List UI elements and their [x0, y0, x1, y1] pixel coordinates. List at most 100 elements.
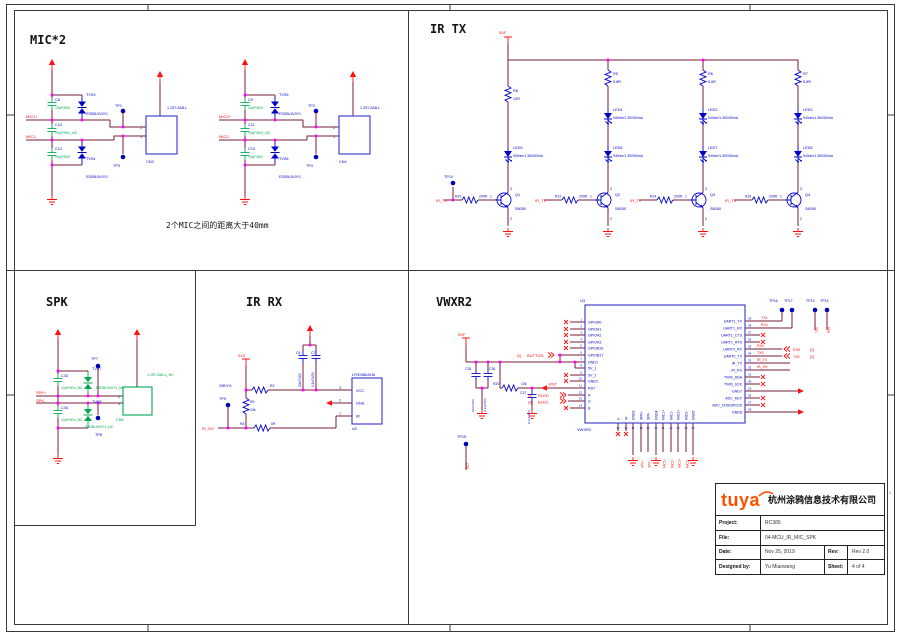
schematic-label: B: [588, 407, 591, 411]
schematic-label: 7: [580, 358, 582, 362]
schematic-label: 3: [610, 187, 612, 191]
schematic-label: GND6: [732, 411, 742, 415]
schematic-label: 1: [339, 412, 341, 416]
schematic-label: 1.25T-2AB-L: [360, 106, 380, 110]
connector-cn5[interactable]: [122, 386, 153, 416]
schematic-label: 200R: [674, 195, 683, 199]
title-block-date-row: Date: Nov 25, 2019 Rev: Rev 2.0: [716, 545, 884, 561]
schematic-label: CN3: [146, 160, 154, 164]
schematic-label: 5.6R: [708, 80, 716, 84]
tp3-testpoint[interactable]: [120, 154, 126, 160]
schematic-label: 2: [118, 395, 120, 399]
schematic-label: ADC_KEY: [725, 397, 742, 401]
schematic-label: TP4: [306, 164, 313, 168]
schematic-label: MIC2-: [686, 459, 690, 468]
rev-value: Rev 2.0: [852, 549, 870, 556]
tp16-testpoint[interactable]: [779, 307, 785, 313]
tp9-testpoint[interactable]: [225, 402, 231, 408]
net-label: IR_TX: [725, 198, 737, 203]
tp8-testpoint[interactable]: [95, 415, 101, 421]
schematic-label: RX0: [793, 348, 800, 352]
schematic-label: 14: [579, 404, 583, 408]
schematic-label: RST: [588, 387, 596, 391]
schematic-label: R5: [613, 72, 618, 76]
schematic-label: 16: [625, 426, 628, 430]
schematic-label: 5: [580, 344, 582, 348]
tp1-testpoint[interactable]: [120, 108, 126, 114]
schematic-label: 2: [140, 126, 142, 130]
connector-cn3[interactable]: [145, 115, 178, 155]
schematic-label: 5VF: [499, 30, 507, 35]
schematic-label: [3]: [810, 348, 814, 352]
section-spk: [36, 328, 153, 464]
schematic-label: C13: [248, 147, 255, 151]
schematic-label: 31: [748, 373, 752, 377]
chip-u3-vwxr2[interactable]: [584, 304, 746, 424]
tp15-testpoint[interactable]: [463, 441, 469, 447]
schematic-label: MIC1-: [670, 411, 674, 420]
schematic-label: 6: [580, 351, 582, 355]
schematic-label: 2: [800, 217, 802, 221]
sheet-frame: [6, 4, 895, 632]
schematic-label: LED3: [803, 108, 813, 112]
schematic-label: 28: [748, 394, 752, 398]
section-title-spk: SPK: [46, 295, 68, 309]
schematic-label: RX1: [761, 323, 768, 327]
schematic-label: 940nm/1.35V/60mA: [708, 154, 739, 158]
schematic-label: GPIOA0: [588, 321, 601, 325]
schematic-label: UART1_RTS: [721, 341, 742, 345]
schematic-label: 2: [510, 217, 512, 221]
schematic-label: CN5: [116, 418, 124, 422]
schematic-label: 940nm/1.35V/60mA: [613, 154, 644, 158]
schematic-label: 0R: [271, 422, 276, 426]
schematic-label: 1: [580, 318, 582, 322]
tp13-testpoint[interactable]: [812, 307, 818, 313]
schematic-label: 32: [748, 366, 752, 370]
schematic-label: 200R: [769, 195, 778, 199]
schematic-label: CN4: [339, 160, 347, 164]
schematic-label: TX0: [757, 351, 764, 355]
file-label: File:: [716, 530, 761, 545]
schematic-label: LED4: [613, 108, 623, 112]
schematic-label: 25: [692, 426, 695, 430]
schematic-label: 4: [580, 338, 582, 342]
designed-by-label: Designed by:: [716, 560, 761, 574]
tp4-testpoint[interactable]: [313, 154, 319, 160]
schematic-label: TVS7: [92, 367, 102, 371]
schematic-label: C36: [489, 367, 495, 371]
schematic-label: U2: [352, 427, 357, 431]
schematic-label: 940nm/1.35V/60mA: [803, 154, 834, 158]
schematic-label: 1: [685, 195, 687, 199]
tp17-testpoint[interactable]: [789, 307, 795, 313]
schematic-label: 29: [748, 387, 752, 391]
schematic-label: 10: [579, 377, 583, 381]
chip-u2-lf0038kaha[interactable]: [351, 377, 383, 425]
title-block-project-row: Project: RC380: [716, 516, 884, 531]
connector-cn4[interactable]: [338, 115, 371, 155]
section-title-irrx: IR RX: [246, 295, 283, 309]
schematic-label: 19: [647, 426, 650, 430]
schematic-label: 12: [579, 391, 583, 395]
project-value: RC380: [765, 519, 781, 526]
zone-letter: A: [889, 491, 892, 495]
schematic-label: 1.25T-2AB-L: [167, 106, 187, 110]
mic-distance-note: 2个MIC之间的距离大于40mm: [166, 220, 269, 230]
tp14-testpoint[interactable]: [824, 307, 830, 313]
schematic-label: UART1_CTS: [721, 334, 743, 338]
schematic-label: 940nm/1.35V/60mA: [613, 116, 644, 120]
schematic-label: 3: [510, 187, 512, 191]
schematic-label: 1: [333, 135, 335, 139]
schematic-label: 35: [748, 345, 752, 349]
schematic-label: LED6: [613, 146, 623, 150]
tp10-testpoint[interactable]: [450, 180, 456, 186]
schematic-label: IR_RX: [757, 365, 768, 369]
schematic-label: TP3: [113, 164, 120, 168]
schematic-label: 1: [590, 195, 592, 199]
rev-label: Rev:: [824, 545, 848, 560]
schematic-label: 3: [800, 187, 802, 191]
tp2-testpoint[interactable]: [313, 108, 319, 114]
schematic-label: 2: [339, 399, 341, 403]
net-label: RLED: [538, 393, 549, 398]
schematic-label: RX0: [827, 327, 831, 333]
net-label: SPK+: [36, 390, 47, 395]
